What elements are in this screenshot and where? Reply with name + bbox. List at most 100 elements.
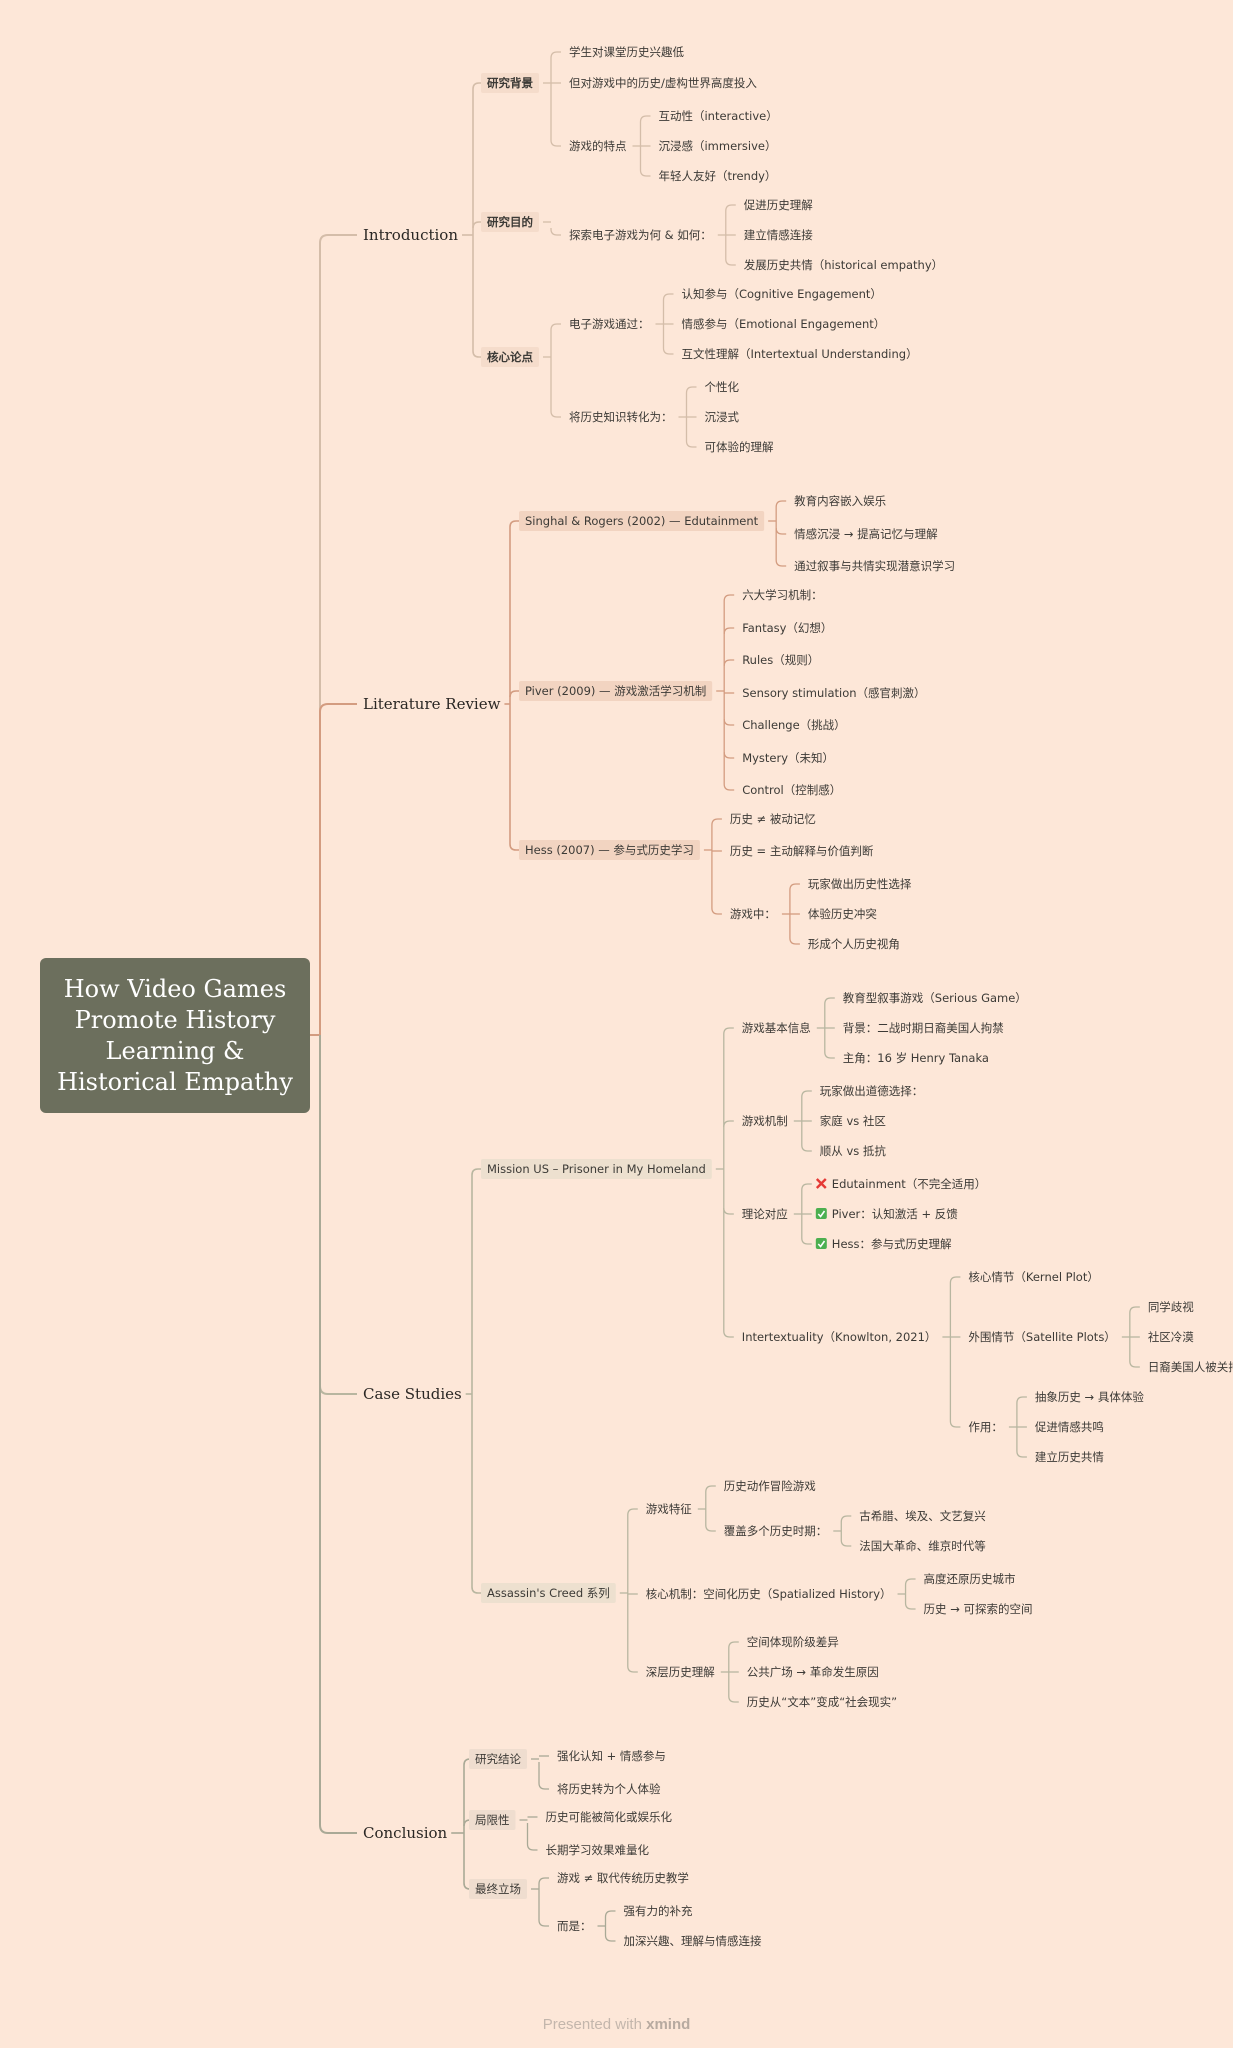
sub-topic[interactable]: Sensory stimulation（感官刺激） — [742, 686, 925, 700]
group-topic[interactable]: 核心论点 — [487, 350, 533, 364]
detail-topic[interactable]: 法国大革命、维京时代等 — [859, 1539, 986, 1553]
group-topic[interactable]: 研究背景 — [487, 76, 533, 90]
sub-topic[interactable]: 强化认知 + 情感参与 — [557, 1749, 666, 1763]
detail-topic[interactable]: 高度还原历史城市 — [924, 1572, 1016, 1586]
detail-topic[interactable]: 社区冷漠 — [1148, 1330, 1194, 1344]
sub-topic[interactable]: 而是： — [557, 1919, 592, 1933]
detail-topic[interactable]: 个性化 — [704, 380, 739, 394]
sub-topic[interactable]: 将历史知识转化为： — [569, 410, 673, 424]
group-topic[interactable]: 研究结论 — [475, 1752, 521, 1766]
detail-topic[interactable]: 主角：16 岁 Henry Tanaka — [843, 1051, 989, 1065]
sub-topic[interactable]: 游戏的特点 — [569, 139, 627, 153]
sub-topic[interactable]: 将历史转为个人体验 — [557, 1782, 661, 1796]
sub-topic[interactable]: 历史 ≠ 被动记忆 — [730, 812, 816, 826]
footer-branding: Presented with xmind — [0, 2016, 1233, 2033]
detail-topic[interactable]: 促进历史理解 — [744, 198, 813, 212]
detail-topic[interactable]: 外围情节（Satellite Plots） — [968, 1330, 1115, 1344]
detail-topic[interactable]: 认知参与（Cognitive Engagement） — [681, 287, 881, 301]
detail-topic[interactable]: 可体验的理解 — [704, 440, 773, 454]
detail-topic[interactable]: 情感参与（Emotional Engagement） — [681, 317, 885, 331]
sub-topic[interactable]: 电子游戏通过： — [569, 317, 650, 331]
check-icon — [815, 1208, 827, 1219]
sub-topic[interactable]: 核心机制：空间化历史（Spatialized History） — [646, 1587, 892, 1601]
detail-topic[interactable]: 年轻人友好（trendy） — [658, 169, 776, 183]
group-label-bg — [481, 73, 539, 93]
sub-topic[interactable]: Control（控制感） — [742, 783, 841, 797]
group-topic[interactable]: Singhal & Rogers (2002) — Edutainment — [525, 514, 759, 528]
sub-topic[interactable]: Rules（规则） — [742, 653, 819, 667]
detail-topic[interactable]: 促进情感共鸣 — [1035, 1420, 1104, 1434]
detail-topic[interactable]: 家庭 vs 社区 — [820, 1114, 886, 1128]
detail-topic[interactable]: Piver：认知激活 + 反馈 — [832, 1207, 958, 1221]
detail-topic[interactable]: 发展历史共情（historical empathy） — [744, 258, 943, 272]
sub-topic[interactable]: 但对游戏中的历史/虚构世界高度投入 — [569, 76, 757, 90]
detail-topic[interactable]: 抽象历史 → 具体体验 — [1035, 1390, 1144, 1404]
sub-topic[interactable]: 理论对应 — [742, 1207, 788, 1221]
central-topic-title: How Video Games Promote History Learning… — [57, 974, 293, 1096]
detail-topic[interactable]: 沉浸式 — [704, 410, 739, 424]
sub-topic[interactable]: 游戏基本信息 — [742, 1021, 811, 1035]
sub-topic[interactable]: 通过叙事与共情实现潜意识学习 — [794, 559, 955, 573]
group-topic[interactable]: Mission US – Prisoner in My Homeland — [487, 1162, 706, 1176]
detail-topic[interactable]: 公共广场 → 革命发生原因 — [747, 1665, 879, 1679]
detail-topic[interactable]: 教育型叙事游戏（Serious Game） — [843, 991, 1027, 1005]
sub-topic[interactable]: 情感沉浸 → 提高记忆与理解 — [794, 527, 938, 541]
group-topic[interactable]: 研究目的 — [487, 215, 533, 229]
detail-topic[interactable]: 形成个人历史视角 — [808, 937, 900, 951]
sub-topic[interactable]: Mystery（未知） — [742, 751, 834, 765]
group-topic[interactable]: Assassin's Creed 系列 — [487, 1586, 610, 1600]
detail-topic[interactable]: Hess：参与式历史理解 — [832, 1237, 952, 1251]
branch-topic-intro[interactable]: Introduction — [363, 226, 458, 244]
detail-topic[interactable]: 作用： — [968, 1420, 1003, 1434]
detail-topic[interactable]: 背景：二战时期日裔美国人拘禁 — [843, 1021, 1004, 1035]
detail-topic[interactable]: 建立情感连接 — [744, 228, 813, 242]
detail-topic[interactable]: 加深兴趣、理解与情感连接 — [623, 1934, 761, 1948]
detail-topic[interactable]: 建立历史共情 — [1035, 1450, 1104, 1464]
group-topic[interactable]: 最终立场 — [475, 1882, 521, 1896]
sub-topic[interactable]: Challenge（挑战） — [742, 718, 846, 732]
detail-topic[interactable]: 互文性理解（Intertextual Understanding） — [681, 347, 917, 361]
detail-topic[interactable]: 体验历史冲突 — [808, 907, 877, 921]
sub-topic[interactable]: 游戏中： — [730, 907, 776, 921]
detail-topic[interactable]: 强有力的补充 — [623, 1904, 692, 1918]
sub-topic[interactable]: Fantasy（幻想） — [742, 621, 832, 635]
xmind-logo-text: xmind — [646, 2016, 691, 2033]
sub-topic[interactable]: 教育内容嵌入娱乐 — [794, 494, 886, 508]
detail-topic[interactable]: Edutainment（不完全适用） — [832, 1177, 986, 1191]
branch-topic-concl[interactable]: Conclusion — [363, 1824, 448, 1842]
detail-topic[interactable]: 日裔美国人被关押 — [1148, 1360, 1233, 1374]
detail-topic[interactable]: 玩家做出道德选择： — [820, 1084, 924, 1098]
sub-topic[interactable]: 游戏特征 — [646, 1502, 692, 1516]
sub-topic[interactable]: 游戏机制 — [742, 1114, 788, 1128]
sub-topic[interactable]: 历史可能被简化或娱乐化 — [545, 1810, 672, 1824]
detail-topic[interactable]: 顺从 vs 抵抗 — [820, 1144, 887, 1158]
branch-topic-lit[interactable]: Literature Review — [363, 695, 501, 713]
detail-topic[interactable]: 同学歧视 — [1148, 1300, 1194, 1314]
group-topic[interactable]: 局限性 — [475, 1813, 510, 1827]
sub-topic[interactable]: 探索电子游戏为何 & 如何： — [569, 228, 712, 242]
detail-topic[interactable]: 历史动作冒险游戏 — [724, 1479, 816, 1493]
detail-topic[interactable]: 玩家做出历史性选择 — [808, 877, 912, 891]
sub-topic[interactable]: 游戏 ≠ 取代传统历史教学 — [557, 1871, 689, 1885]
group-topic[interactable]: Piver (2009) — 游戏激活学习机制 — [525, 684, 706, 698]
group-topic[interactable]: Hess (2007) — 参与式历史学习 — [525, 843, 694, 857]
sub-topic[interactable]: 六大学习机制： — [742, 588, 823, 602]
sub-topic[interactable]: Intertextuality（Knowlton, 2021） — [742, 1330, 937, 1344]
sub-topic[interactable]: 学生对课堂历史兴趣低 — [569, 45, 684, 59]
detail-topic[interactable]: 历史从“文本”变成“社会现实” — [747, 1695, 897, 1709]
detail-topic[interactable]: 历史 → 可探索的空间 — [924, 1602, 1033, 1616]
sub-topic[interactable]: 深层历史理解 — [646, 1665, 715, 1679]
detail-topic[interactable]: 互动性（interactive） — [658, 109, 777, 123]
detail-topic[interactable]: 沉浸感（immersive） — [658, 139, 776, 153]
sub-topic[interactable]: 历史 = 主动解释与价值判断 — [730, 844, 874, 858]
cross-icon — [815, 1178, 827, 1189]
detail-topic[interactable]: 覆盖多个历史时期： — [724, 1524, 828, 1538]
detail-topic[interactable]: 古希腊、埃及、文艺复兴 — [859, 1509, 986, 1523]
topic-nodes: Introduction 研究背景 学生对课堂历史兴趣低但对游戏中的历史/虚构世界高… — [363, 45, 1233, 1948]
detail-topic[interactable]: 空间体现阶级差异 — [747, 1635, 839, 1649]
sub-topic[interactable]: 长期学习效果难量化 — [545, 1843, 649, 1857]
central-topic[interactable]: How Video Games Promote History Learning… — [40, 958, 310, 1113]
detail-topic[interactable]: 核心情节（Kernel Plot） — [968, 1270, 1098, 1284]
branch-topic-case[interactable]: Case Studies — [363, 1385, 462, 1403]
